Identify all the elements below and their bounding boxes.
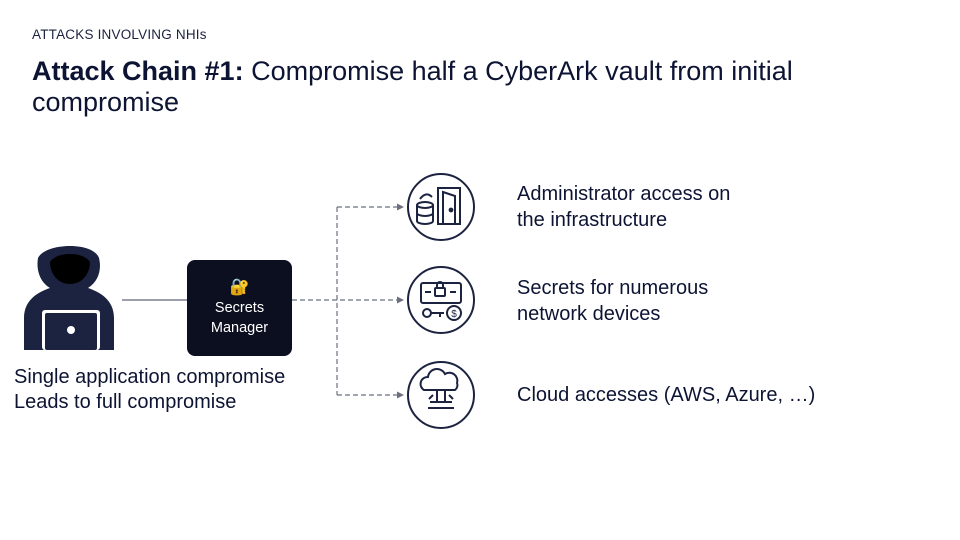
arrowheads [397,203,404,399]
outcome-line1: Cloud accesses (AWS, Azure, …) [517,384,816,406]
title-bold: Attack Chain #1: [32,56,244,86]
outcome-cloud-access: Cloud accesses (AWS, Azure, …) [517,382,815,408]
dashed-connectors [292,206,400,396]
svg-text:$: $ [451,309,457,320]
network-device-secrets-icon: $ [407,266,475,334]
outcome-line2: the infrastructure [517,209,668,231]
outcome-line1: Secrets for numerous [517,277,709,299]
caption-line2: Leads to full compromise [14,391,237,413]
hacker-icon [24,246,114,350]
secrets-manager-box: 🔐 Secrets Manager [187,260,292,356]
secrets-manager-line2: Manager [210,319,269,336]
section-label: ATTACKS INVOLVING NHIs [32,27,207,42]
outcome-line1: Administrator access on [517,183,731,205]
cloud-attack-icon [407,361,475,429]
outcome-admin-access: Administrator access on the infrastructu… [517,181,730,233]
secrets-manager-line1: Secrets [214,299,265,316]
hacker-caption: Single application compromise Leads to f… [14,365,285,415]
outcome-network-secrets: Secrets for numerous network devices [517,275,708,327]
title-rest: Compromise half a CyberArk vault from in… [32,56,793,117]
database-door-icon [407,173,475,241]
caption-line1: Single application compromise [14,366,286,388]
page-title: Attack Chain #1: Compromise half a Cyber… [32,56,932,118]
outcome-line2: network devices [517,303,661,325]
lock-icon: 🔐 [229,278,250,296]
